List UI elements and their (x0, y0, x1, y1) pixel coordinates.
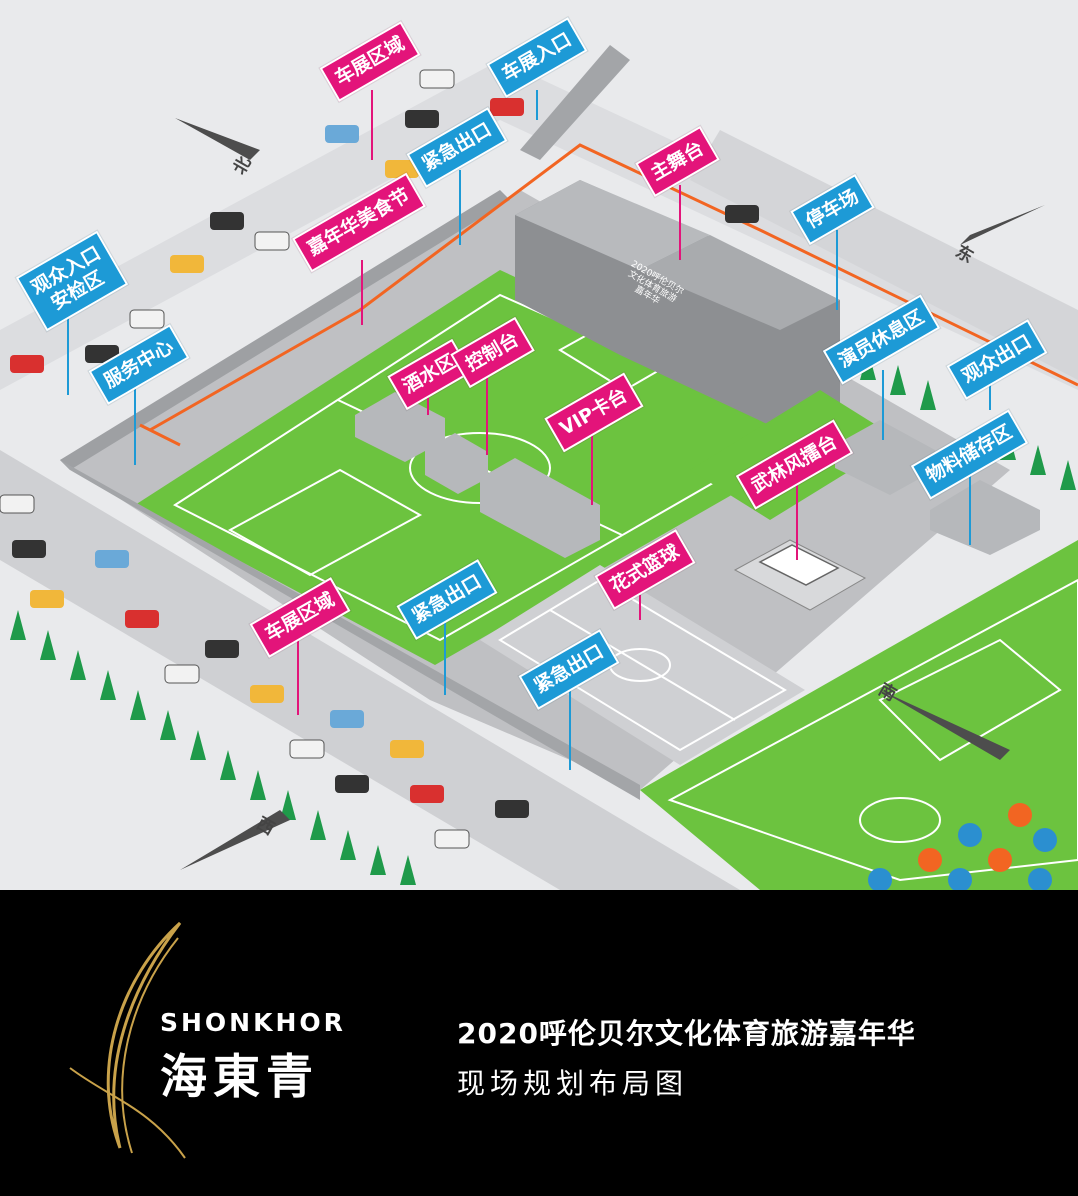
poster-title: 2020呼伦贝尔文化体育旅游嘉年华 (457, 1017, 916, 1050)
perimeter-wall-west (60, 460, 640, 800)
west-arrow (180, 810, 290, 870)
poster-subtitle: 现场规划布局图 (457, 1067, 689, 1100)
road-east (690, 130, 1078, 380)
drinks-building (355, 392, 445, 462)
pointer-lines (67, 90, 991, 770)
perimeter-wall-north (60, 190, 510, 470)
south-field-lines (667, 578, 1078, 882)
tents (868, 803, 1057, 890)
south-field (640, 540, 1078, 890)
footer: SHONKHOR 海東青 2020呼伦贝尔文化体育旅游嘉年华 现场规划布局图 (0, 890, 1078, 1196)
vip-building (480, 458, 600, 558)
storage-building (930, 480, 1040, 555)
road-west (0, 450, 740, 890)
brand-name-chinese: 海東青 (160, 1050, 319, 1105)
feather-logo-icon (69, 921, 186, 1159)
tree-row-west (10, 610, 416, 885)
entrance-arch (520, 45, 630, 160)
venue-map (0, 45, 1078, 890)
brand-name-english: SHONKHOR (160, 1008, 346, 1037)
east-arrow (960, 205, 1045, 245)
south-arrow (880, 690, 1010, 760)
tree-row-east (860, 350, 1076, 490)
lounge-building (835, 420, 935, 495)
north-arrow (175, 118, 260, 160)
audience-route (139, 143, 1078, 447)
control-building (425, 433, 488, 494)
